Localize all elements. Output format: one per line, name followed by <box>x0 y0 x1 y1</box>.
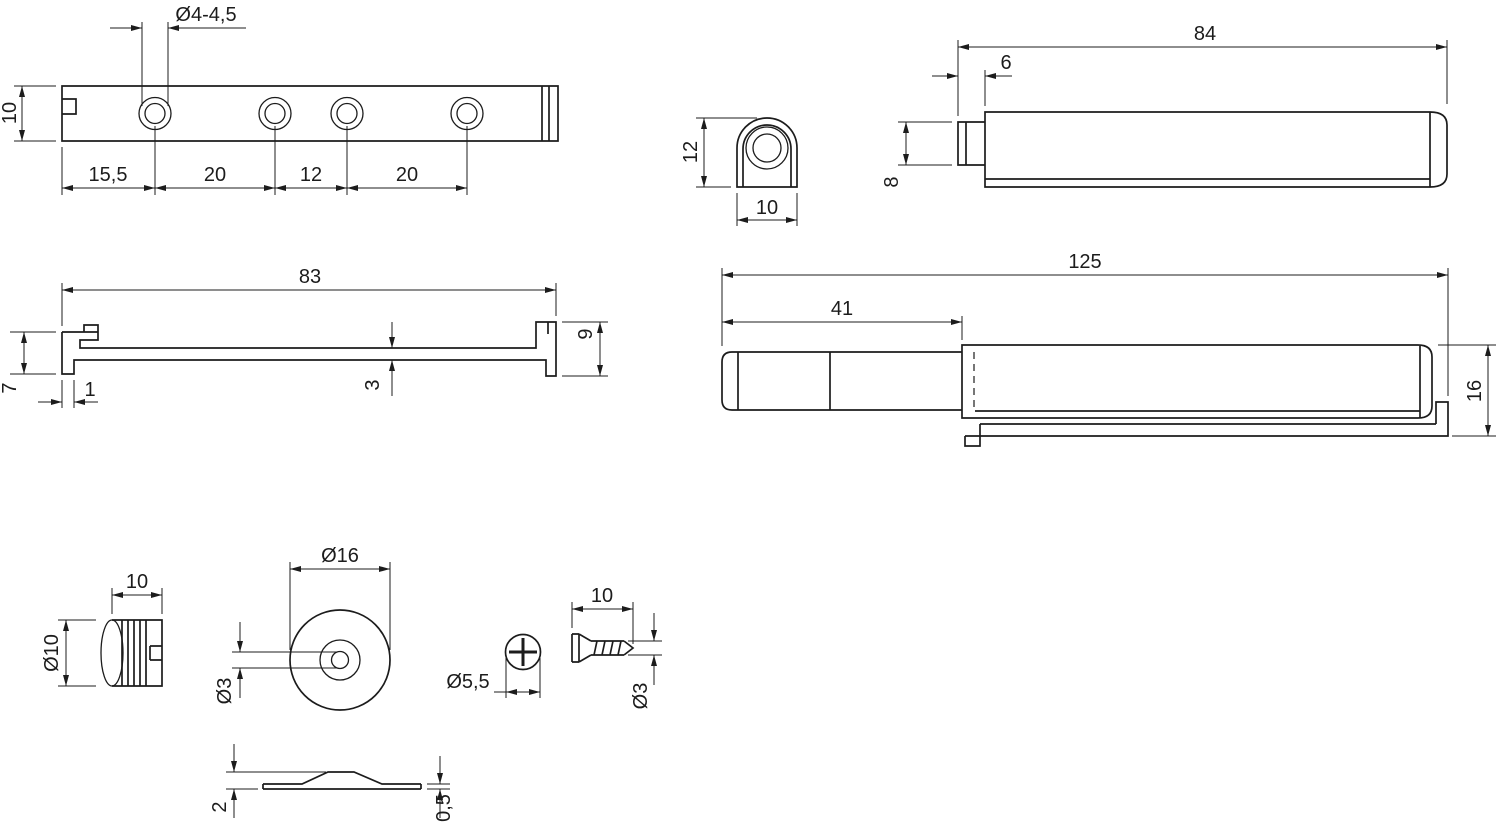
dim-label-adapter-dia: Ø10 <box>41 634 63 672</box>
screw-view: Ø5,5 10 Ø3 <box>446 585 662 709</box>
dim-label-spacing-3: 12 <box>300 164 322 186</box>
dim-label-spacing-1: 15,5 <box>89 164 128 186</box>
assembly-outline <box>721 344 1449 447</box>
bumper-dimension-lines <box>696 117 798 226</box>
rail-side-outline <box>61 321 557 377</box>
dim-label-rail-height: 10 <box>0 102 21 124</box>
assembly-dimension-lines <box>721 268 1496 437</box>
bumper-outline <box>736 117 798 188</box>
hole-inner <box>144 102 166 125</box>
pad-profile-outline <box>262 771 422 790</box>
dim-label-assembly-length: 125 <box>1068 251 1101 273</box>
pad-hole-circle <box>330 650 350 670</box>
pad-dimension-lines <box>226 562 450 818</box>
pad-arrowheads <box>231 566 443 800</box>
hole-inner <box>264 102 286 125</box>
bumper-front-view: 12 10 <box>680 117 798 226</box>
hole-outer <box>330 96 364 131</box>
hole-outer <box>258 96 292 131</box>
pad-view: Ø16 Ø3 2 0,5 <box>209 545 455 822</box>
hole-inner <box>336 102 358 125</box>
rail-top-view: Ø4-4,5 10 15,5 20 12 20 <box>0 4 559 195</box>
rail-side-dimension-lines <box>10 283 608 408</box>
assembly-side-view: 125 41 16 <box>721 251 1496 447</box>
piston-outline <box>957 111 1448 188</box>
dim-label-thickness: 3 <box>362 379 384 390</box>
dim-label-bumper-height: 12 <box>680 141 702 163</box>
dim-label-assembly-height: 16 <box>1464 380 1486 402</box>
rail-top-dimension-lines <box>14 22 468 195</box>
dim-label-pad-edge-height: 0,5 <box>433 794 455 822</box>
dim-label-screw-length: 10 <box>591 585 613 607</box>
dim-label-foot-offset: 1 <box>84 379 95 401</box>
adapter-cap <box>100 619 124 687</box>
piston-dimension-lines <box>898 40 1448 166</box>
bumper-ring-inner <box>752 133 782 163</box>
dim-label-pad-outer-dia: Ø16 <box>321 545 359 567</box>
screw-head-circle <box>504 633 542 671</box>
dim-label-hook-height: 9 <box>575 328 597 339</box>
screw-side-outline <box>571 633 635 663</box>
hole-outer <box>450 96 484 131</box>
dim-label-pad-height: 2 <box>209 801 231 812</box>
bumper-ring-outer <box>745 126 789 170</box>
hole-outer <box>138 96 172 131</box>
adapter-view: 10 Ø10 <box>41 571 163 687</box>
pad-mid-circle <box>319 639 361 681</box>
phillips-cross-icon <box>509 638 537 666</box>
rail-top-outline <box>61 85 559 142</box>
dim-label-spacing-4: 20 <box>396 164 418 186</box>
rail-side-arrowheads <box>21 287 603 405</box>
dim-label-adapter-length: 10 <box>126 571 148 593</box>
dim-label-hole-dia: Ø4-4,5 <box>175 4 236 26</box>
dim-label-tip-dia: 8 <box>881 176 903 187</box>
dim-label-screw-shank-dia: Ø3 <box>630 683 652 710</box>
dim-label-rod-length: 41 <box>831 298 853 320</box>
hole-inner <box>456 102 478 125</box>
adapter-dimension-lines <box>58 588 163 687</box>
pad-outer-circle <box>289 609 391 711</box>
dim-label-piston-length: 84 <box>1194 23 1216 45</box>
piston-view: 84 6 8 <box>881 23 1448 188</box>
adapter-outline <box>112 619 163 687</box>
dim-label-pad-hole-dia: Ø3 <box>214 678 236 705</box>
dim-label-spacing-2: 20 <box>204 164 226 186</box>
dim-label-tip-length: 6 <box>1000 52 1011 74</box>
dim-label-wall-height: 7 <box>0 382 21 393</box>
dim-label-rail-length: 83 <box>299 266 321 288</box>
dim-label-bumper-width: 10 <box>756 197 778 219</box>
rail-side-view: 83 7 1 3 9 <box>0 266 608 408</box>
dim-label-screw-head-dia: Ø5,5 <box>446 671 489 693</box>
